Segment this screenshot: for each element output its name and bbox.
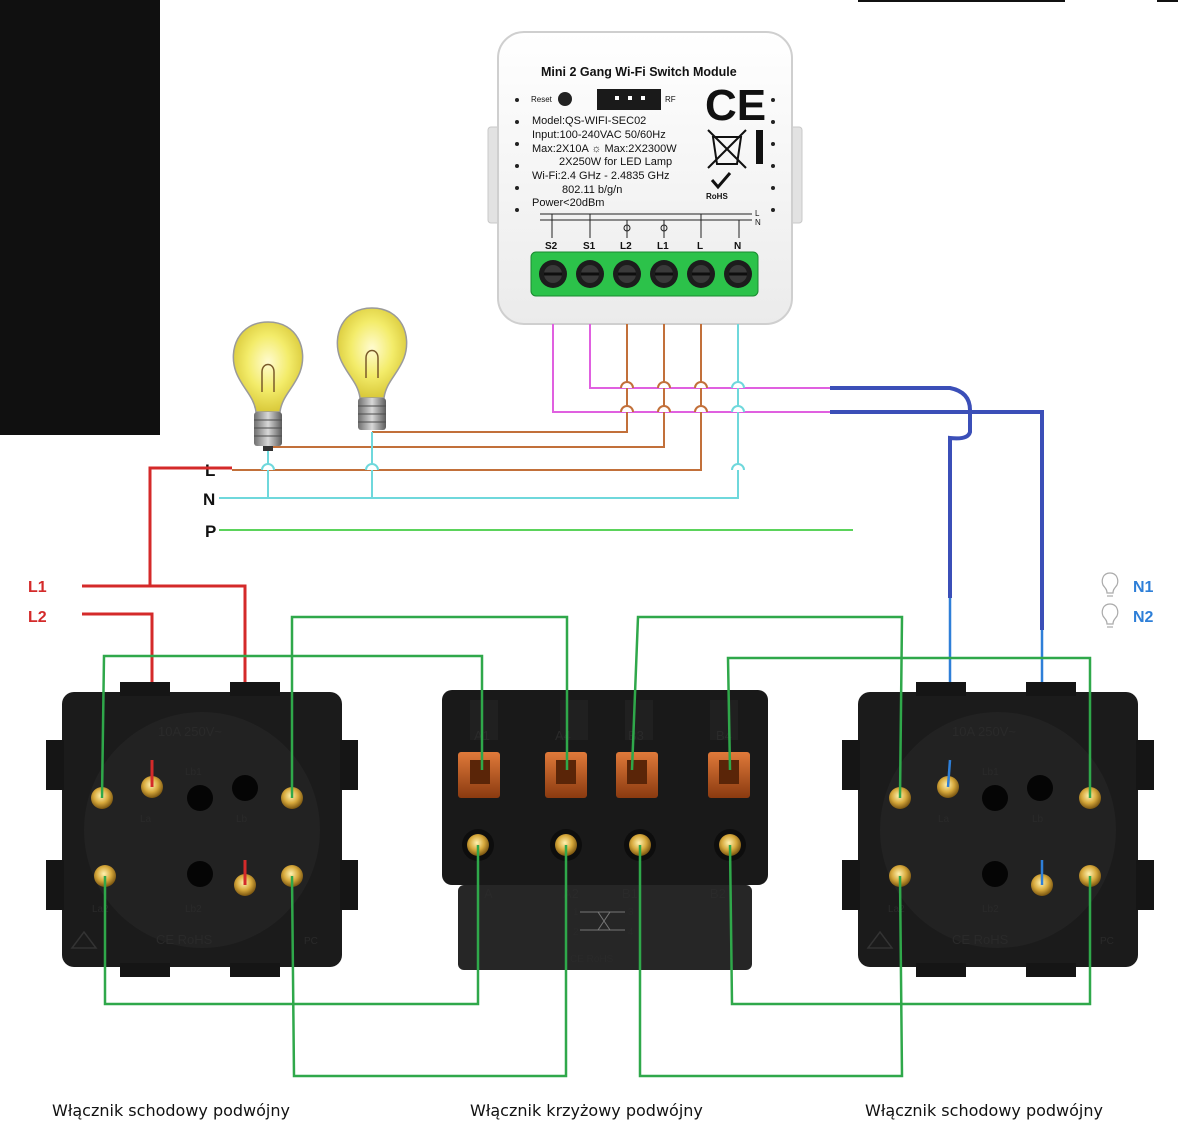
spec-line-7: Power<20dBm <box>532 197 604 209</box>
input-label-l1: L1 <box>28 579 47 596</box>
internal-l-label: L <box>755 209 760 218</box>
black-side-panel <box>0 0 160 435</box>
output-bus <box>830 386 1044 630</box>
module-title: Mini 2 Gang Wi-Fi Switch Module <box>541 65 737 79</box>
middle-switch-slots <box>458 752 750 798</box>
left-switch-lb: Lb <box>236 814 248 825</box>
wifi-switch-module: Mini 2 Gang Wi-Fi Switch Module Reset RF… <box>487 31 803 325</box>
middle-pin-3: 3 <box>628 907 634 918</box>
terminal-label-s1: S1 <box>583 241 596 252</box>
right-switch-lb1: Lb1 <box>982 767 999 778</box>
output-label-n1: N1 <box>1133 579 1154 596</box>
middle-label-b3: B3 <box>628 728 644 743</box>
left-switch-la2: La2 <box>92 904 109 915</box>
left-switch-lb1: Lb1 <box>185 767 202 778</box>
middle-label-b1: B1 <box>622 886 638 901</box>
output-label-n2: N2 <box>1133 609 1154 626</box>
internal-schematic <box>540 213 752 238</box>
rohs-check-icon <box>710 172 732 190</box>
terminal-label-l1: L1 <box>657 241 669 252</box>
wire-l1-lamp <box>268 324 665 448</box>
spec-line-6: 802.11 b/g/n <box>562 184 622 196</box>
wire-l-feed <box>232 324 702 471</box>
spec-line-4: 2X250W for LED Lamp <box>559 156 672 168</box>
middle-pin-1: 1 <box>573 907 579 918</box>
spec-line-5: Wi-Fi:2.4 GHz - 2.4835 GHz <box>532 170 670 182</box>
bulb-icon <box>336 307 408 430</box>
weee-bin-icon <box>707 129 747 169</box>
terminal-label-s2: S2 <box>545 241 558 252</box>
rohs-label: RoHS <box>706 192 728 201</box>
right-staircase-switch: 10A 250V~ La Lb1 Lb La2 Lb2 CE RoHS PC <box>842 682 1154 977</box>
wire-l-bus <box>148 466 232 586</box>
left-switch-ce-rohs: CE RoHS <box>156 932 213 947</box>
middle-cross-switch: A1 A4 B3 B4 A A2 B1 B2 1 2 3 4 CE RoH <box>442 690 768 970</box>
output-wire-n2 <box>830 410 1044 630</box>
middle-label-a: A <box>484 886 493 901</box>
right-switch-pc: PC <box>1100 936 1114 947</box>
caption-middle-switch: Włącznik krzyżowy podwójny <box>470 1101 703 1120</box>
terminal-label-l: L <box>697 241 703 252</box>
lamp-small-icon <box>1101 572 1119 597</box>
module-wires <box>219 324 853 531</box>
caption-right-switch: Włącznik schodowy podwójny <box>865 1101 1103 1120</box>
terminal-screws <box>539 260 752 288</box>
rf-label: RF <box>665 95 676 104</box>
output-wire-n1 <box>830 386 972 598</box>
middle-pin-4: 4 <box>628 927 634 938</box>
internal-n-label: N <box>755 218 761 227</box>
right-switch-lb2: Lb2 <box>982 904 999 915</box>
middle-label-b4: B4 <box>716 728 732 743</box>
wire-s1 <box>589 324 830 389</box>
left-switch-rating: 10A 250V~ <box>158 724 222 739</box>
bus-label-n: N <box>203 490 215 509</box>
lamp-small-icon <box>1101 603 1119 628</box>
right-switch-la2: La2 <box>888 904 905 915</box>
right-switch-la: La <box>938 814 950 825</box>
left-switch-la: La <box>140 814 152 825</box>
reset-label: Reset <box>531 95 553 104</box>
middle-switch-ce-rohs: CE RoHS <box>570 954 614 965</box>
caption-left-switch: Włącznik schodowy podwójny <box>52 1101 290 1120</box>
spec-line-1: Model:QS-WIFI-SEC02 <box>532 115 646 127</box>
bulb-icon <box>232 321 304 451</box>
input-label-l2: L2 <box>28 609 47 626</box>
bus-label-l: L <box>205 461 215 480</box>
middle-pin-2: 2 <box>573 927 579 938</box>
terminal-label-n: N <box>734 241 741 252</box>
cross-schematic-icon <box>580 911 625 931</box>
left-staircase-switch: 10A 250V~ La Lb1 Lb La2 Lb2 CE RoHS PC <box>46 682 358 977</box>
middle-label-a4: A4 <box>555 728 571 743</box>
right-switch-lb: Lb <box>1032 814 1044 825</box>
wire-crossings <box>261 381 745 471</box>
left-switch-lb2: Lb2 <box>185 904 202 915</box>
terminal-label-l2: L2 <box>620 241 632 252</box>
middle-label-b2: B2 <box>710 886 726 901</box>
reset-button[interactable] <box>558 92 572 106</box>
right-switch-ce-rohs: CE RoHS <box>952 932 1009 947</box>
spec-line-2: Input:100-240VAC 50/60Hz <box>532 129 666 141</box>
traveler-wires <box>100 615 1092 1078</box>
right-switch-rating: 10A 250V~ <box>952 724 1016 739</box>
left-switch-pc: PC <box>304 936 318 947</box>
ce-mark: CE <box>705 81 766 130</box>
module-body <box>497 31 793 325</box>
spec-line-3: Max:2X10A ☼ Max:2X2300W <box>532 143 677 155</box>
wire-l2-lamp <box>372 324 628 433</box>
wire-s2 <box>552 324 830 413</box>
bus-label-p: P <box>205 522 216 541</box>
